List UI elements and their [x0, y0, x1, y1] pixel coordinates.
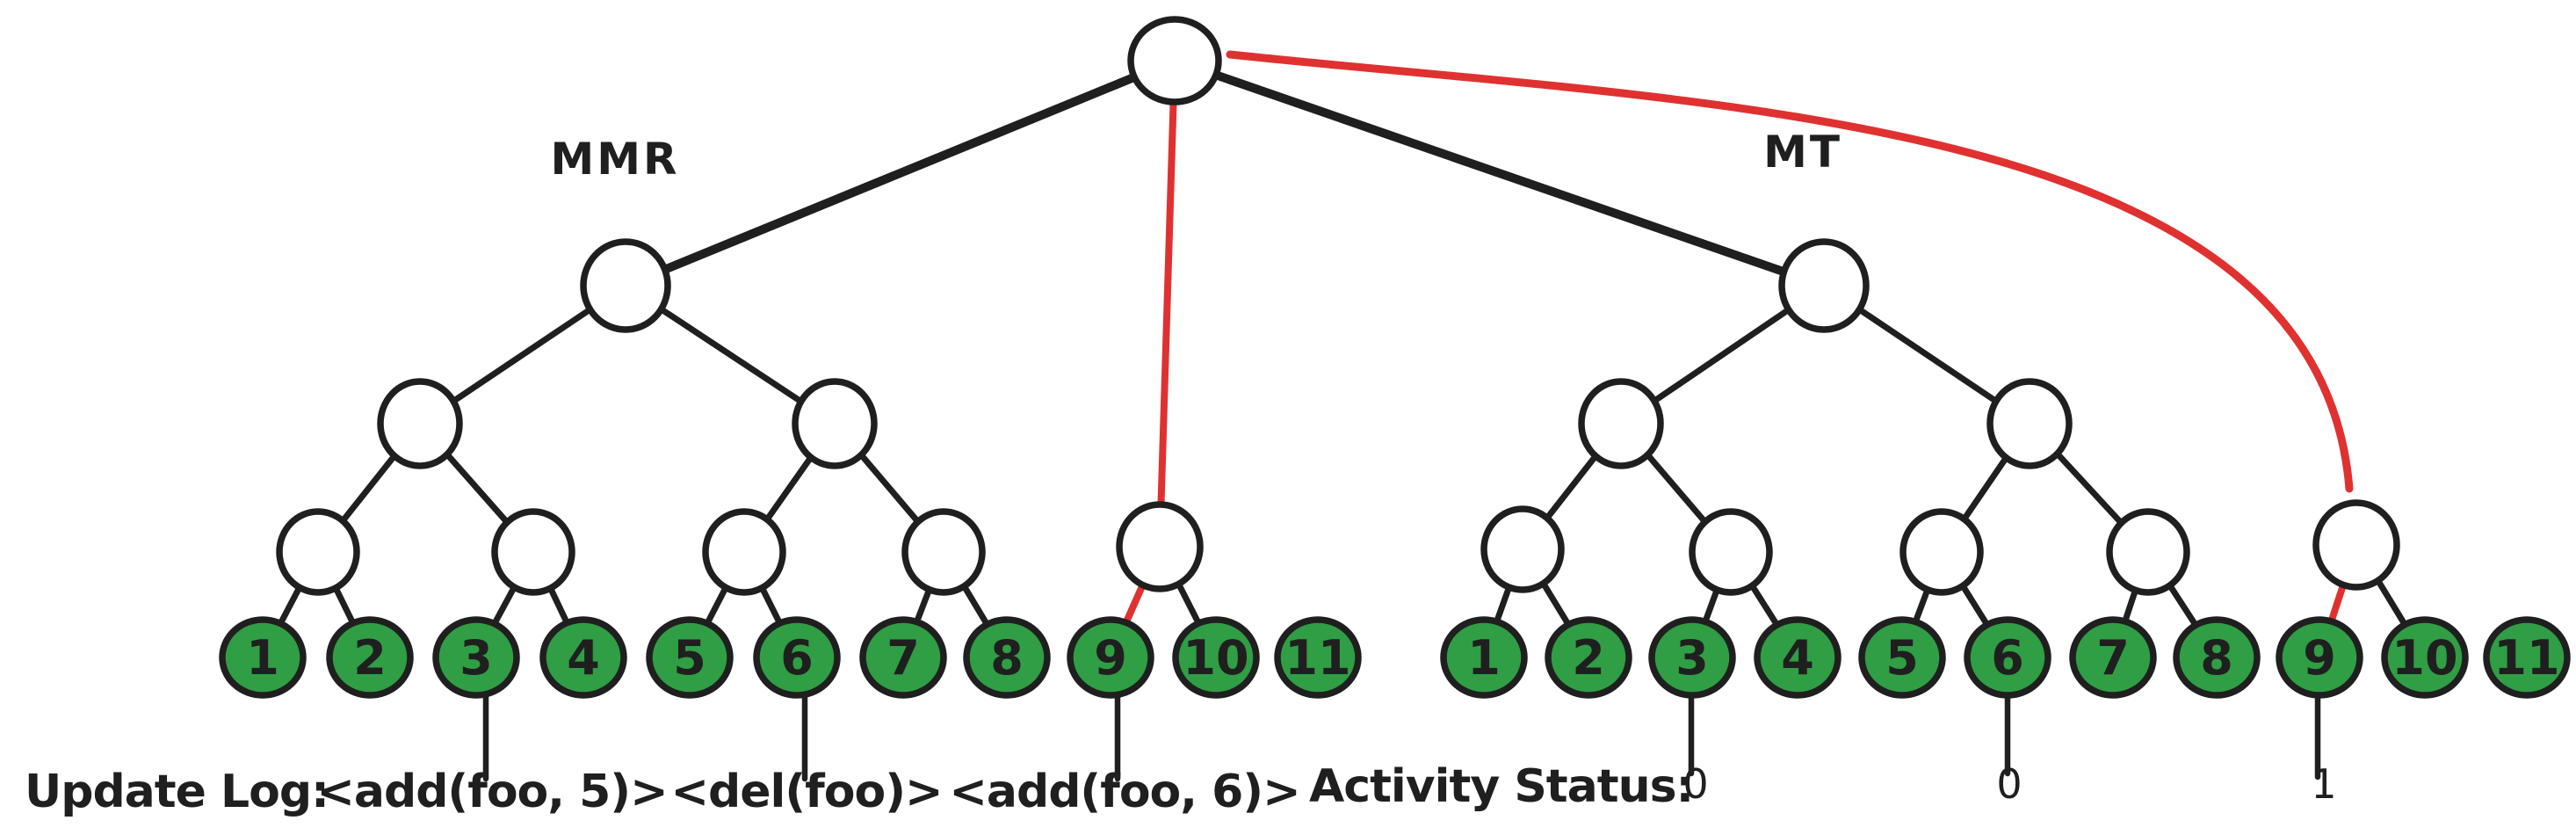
mt-tree-label: MT: [1763, 127, 1842, 178]
leaf-number: 3: [1675, 630, 1709, 686]
tree-edge: [1170, 56, 1828, 290]
leaf-number: 11: [1284, 630, 1350, 686]
internal-node: [1986, 378, 2073, 469]
leaf-number: 6: [1991, 630, 2024, 686]
leaf-number: 1: [1467, 630, 1501, 686]
internal-node: [276, 508, 360, 596]
leaf-number: 7: [2096, 630, 2130, 686]
internal-node: [1480, 505, 1565, 593]
leaf-number: 4: [567, 630, 600, 686]
leaf-number: 6: [780, 630, 814, 686]
leaf-node-2: [326, 616, 414, 699]
internal-node: [2106, 508, 2190, 596]
tick-layer: [482, 687, 2321, 782]
internal-node: [377, 378, 463, 469]
leaf-number: 7: [886, 630, 920, 686]
leaf-number: 10: [1183, 630, 1248, 686]
nodes-layer: [219, 16, 2571, 699]
leaf-node-6: [753, 616, 841, 699]
leaf-number: 9: [2303, 630, 2336, 686]
leaf-node-8: [963, 616, 1051, 699]
leaf-node-10: [1172, 616, 1260, 699]
leaf-node-7: [2069, 616, 2157, 699]
update-log-entry: <add(foo, 6)>: [949, 766, 1299, 818]
internal-node: [792, 378, 878, 469]
annotation-layer: <add(foo, 5)><del(foo)><add(foo, 6)> 0 0 1: [316, 760, 2336, 818]
leaf-node-3: [432, 616, 520, 699]
leaf-node-7: [859, 616, 947, 699]
internal-node: [1778, 238, 1870, 333]
leaf-node-9: [2276, 616, 2363, 699]
leaf-node-5: [1858, 616, 1946, 699]
internal-node: [2312, 499, 2400, 591]
internal-node: [491, 508, 575, 596]
leaf-number: 10: [2391, 630, 2457, 686]
leaf-number: 8: [990, 630, 1024, 686]
leaf-number: 4: [1781, 630, 1814, 686]
leaf-node-3: [1648, 616, 1736, 699]
leaf-number: 8: [2200, 630, 2233, 686]
highlight-edge: [1156, 57, 1178, 550]
leaf-node-1: [219, 616, 307, 699]
highlight-edge: [1226, 50, 2354, 493]
internal-node: [901, 508, 986, 596]
leaf-number: 11: [2493, 630, 2559, 686]
internal-node: [702, 508, 786, 596]
leaf-number: 5: [1885, 630, 1919, 686]
leaf-node-11: [1274, 616, 1362, 699]
internal-node: [1899, 508, 1984, 596]
activity-status-value: 1: [2311, 760, 2336, 808]
leaf-number: 1: [246, 630, 279, 686]
leaf-node-4: [1754, 616, 1842, 699]
leaf-node-9: [1067, 616, 1154, 699]
update-log-entry: <add(foo, 5)>: [316, 766, 667, 818]
internal-node: [1116, 501, 1204, 592]
leaf-number: 2: [1572, 630, 1605, 686]
update-log-label: Update Log:: [25, 766, 329, 818]
tree-edge: [621, 56, 1179, 290]
internal-node: [1689, 508, 1773, 596]
leaf-number: 2: [353, 630, 387, 686]
leaf-node-1: [1440, 616, 1528, 699]
update-log-entry: <del(foo)>: [670, 766, 942, 818]
leaf-number: 3: [459, 630, 493, 686]
leaf-node-10: [2381, 616, 2469, 699]
activity-status-label: Activity Status:: [1309, 760, 1693, 813]
internal-node: [1578, 378, 1664, 469]
leaf-node-2: [1545, 616, 1632, 699]
mmr-tree-label: MMR: [550, 134, 679, 185]
root-node: [1127, 16, 1222, 105]
leaf-number: 5: [673, 630, 706, 686]
leaf-node-5: [646, 616, 734, 699]
leaf-node-8: [2173, 616, 2261, 699]
leaf-node-4: [539, 616, 627, 699]
leaf-node-11: [2483, 616, 2571, 699]
leaf-node-6: [1964, 616, 2051, 699]
leaf-number: 9: [1094, 630, 1127, 686]
activity-status-value: 0: [1682, 760, 1708, 808]
activity-status-value: 0: [1996, 760, 2022, 808]
internal-node: [580, 238, 671, 333]
